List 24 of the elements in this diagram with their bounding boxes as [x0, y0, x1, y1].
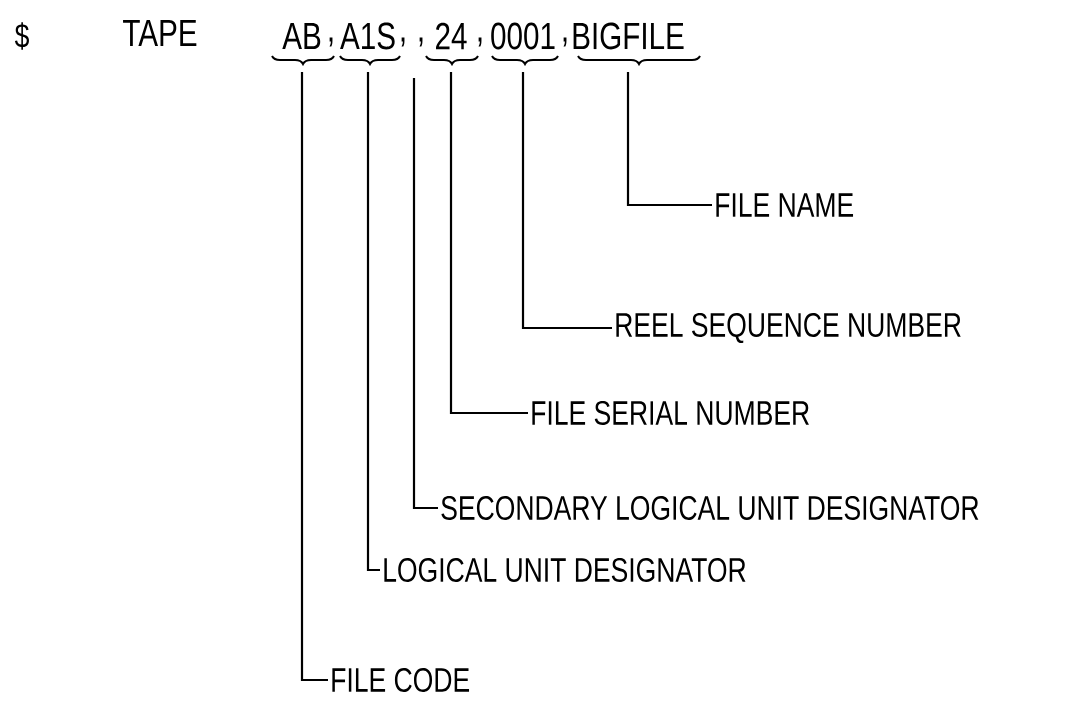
comma: ,: [419, 37, 423, 47]
leader-line: [626, 72, 712, 207]
description-label: FILE SERIAL NUMBER: [532, 400, 809, 426]
leader-line: [300, 72, 328, 682]
comma: ,: [329, 37, 333, 47]
description-label: FILE CODE: [332, 667, 470, 693]
comma: ,: [478, 37, 482, 47]
command-word: TAPE: [123, 19, 197, 47]
leader-line: [521, 72, 612, 330]
field-text: 24: [436, 22, 467, 50]
comma: ,: [401, 37, 405, 47]
leader-line: [449, 72, 528, 415]
description-label: FILE NAME: [716, 193, 854, 217]
field-text: 0001: [491, 22, 555, 50]
leader-line: [412, 78, 438, 510]
description-label: SECONDARY LOGICAL UNIT DESIGNATOR: [441, 495, 979, 521]
dollar-sign: $: [14, 22, 29, 50]
field-text: AB: [282, 22, 321, 50]
field-text: BIGFILE: [573, 22, 684, 50]
field-text: A1S: [340, 22, 395, 50]
leader-line: [366, 72, 380, 572]
description-label: REEL SEQUENCE NUMBER: [616, 312, 961, 344]
description-label: LOGICAL UNIT DESIGNATOR: [384, 557, 746, 583]
comma: ,: [563, 37, 567, 47]
